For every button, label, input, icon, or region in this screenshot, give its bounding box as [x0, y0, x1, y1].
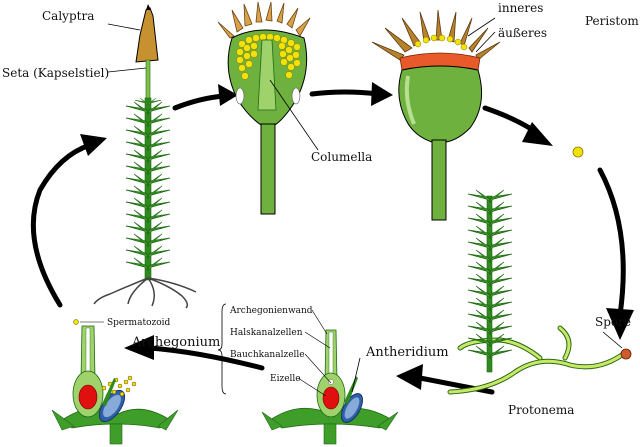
label-spermatozoid: Spermatozoid: [107, 318, 171, 328]
label-columella: Columella: [311, 150, 372, 164]
protonema-stage: Spore Protonema: [447, 189, 632, 417]
capsule-seta: [260, 123, 276, 215]
arrow-spore-to-protonema: [597, 167, 626, 318]
calyptra-shape: [135, 7, 159, 63]
egg-cell: [322, 386, 340, 410]
spermatozoid-dot: [73, 319, 79, 325]
capsule-cross-section: Columella: [217, 1, 372, 215]
label-seta: Seta (Kapselstiel): [2, 66, 109, 80]
seta-stalk: [145, 59, 151, 101]
label-antheridium: Antheridium: [365, 345, 449, 360]
arrow-gametangia-to-embryo: [147, 345, 265, 371]
cycle-arrows: [30, 82, 634, 395]
protonema-filaments: [447, 325, 629, 395]
label-archegonium: Archegonium: [131, 335, 220, 350]
fertilization-stage: Spermatozoid: [51, 318, 179, 445]
antheridium: [341, 393, 363, 423]
gametophyte-stem: [144, 97, 152, 281]
arrow-plant-to-capsule: [172, 93, 227, 111]
label-bauchkanalzelle: Bauchkanalzelle: [230, 350, 305, 360]
label-spore: Spore: [595, 315, 631, 329]
open-capsule-body: [398, 65, 483, 143]
arrow-capsule-to-open: [309, 89, 381, 97]
label-aeusseres: äußeres: [498, 26, 547, 40]
open-capsule-seta: [431, 139, 447, 221]
label-protonema: Protonema: [508, 403, 574, 417]
capsule-teeth: [217, 1, 311, 39]
label-inneres: inneres: [498, 1, 543, 15]
rhizoids: [93, 277, 197, 309]
gametophyte-leaves: [125, 97, 171, 271]
outer-peristome-teeth: [371, 9, 501, 61]
label-halskanalzellen: Halskanalzellen: [230, 328, 303, 338]
single-spore: [572, 146, 584, 158]
columella-core: [257, 39, 277, 111]
label-archegonienwand: Archegonienwand: [229, 306, 313, 316]
label-peristom: Peristom: [585, 14, 639, 28]
spore-mass: [236, 33, 301, 80]
inner-peristome: [414, 34, 468, 51]
archegonium-labels: Archegonienwand Halskanalzellen Bauchkan…: [131, 303, 332, 397]
open-capsule: inneres äußeres Peristom: [371, 1, 639, 221]
label-eizelle: Eizelle: [270, 374, 301, 384]
sporophyte-plant: Calyptra Seta (Kapselstiel): [2, 4, 197, 309]
label-calyptra: Calyptra: [42, 9, 94, 23]
gametangia-stage: Antheridium Archegonienwand Halskanalzel…: [131, 303, 449, 445]
arrow-embryo-to-plant: [30, 142, 93, 308]
